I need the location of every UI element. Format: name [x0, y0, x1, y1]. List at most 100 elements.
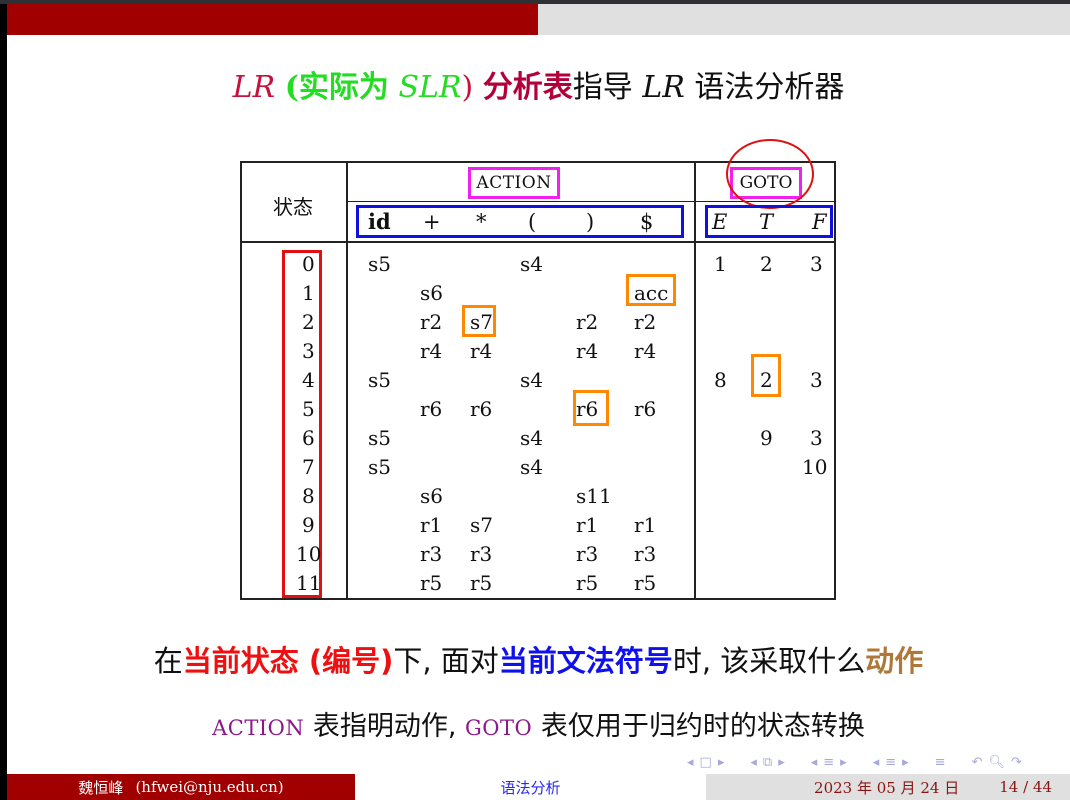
footer-author: 魏恒峰 (hfwei@nju.edu.cn): [7, 774, 355, 800]
state-number: 3: [302, 339, 315, 363]
action-header: ACTION: [468, 167, 560, 199]
state-number: 6: [302, 426, 315, 450]
action-cell: r4: [634, 339, 657, 363]
title-parse-table: 分析表: [482, 70, 573, 105]
terminal-rparen: ): [586, 210, 595, 234]
nonterminal-symbols-box: [705, 205, 833, 238]
state-number: 2: [302, 310, 315, 334]
footer-section[interactable]: 语法分析: [355, 774, 706, 800]
line1-p1: 在: [153, 644, 183, 678]
line1-action: 动作: [865, 644, 924, 678]
nav-back-icon[interactable]: ↶: [971, 754, 983, 770]
highlight-acc: [626, 274, 676, 306]
title-guides: 指导: [572, 70, 633, 105]
state-number: 5: [302, 397, 315, 421]
title-lr: LR: [232, 70, 276, 105]
action-cell: s4: [520, 426, 543, 450]
highlight-goto-t-2: [751, 354, 781, 397]
action-cell: r2: [576, 310, 599, 334]
nav-section-icon[interactable]: ≡: [885, 754, 897, 770]
footer-author-name: 魏恒峰: [78, 778, 124, 797]
action-cell: s4: [520, 455, 543, 479]
goto-cell: 9: [760, 426, 773, 450]
window-top-strip: [0, 0, 1070, 4]
nav-prev-slide-icon[interactable]: ◂: [750, 754, 757, 770]
goto-cell: 2: [760, 368, 773, 392]
nav-next-subsection-icon[interactable]: ▸: [840, 754, 847, 770]
terminal-star: *: [476, 210, 487, 234]
table-right-border: [834, 161, 836, 600]
action-cell: r6: [420, 397, 443, 421]
goto-circle-annotation: [726, 139, 814, 209]
nav-prev-subsection-icon[interactable]: ◂: [810, 754, 818, 770]
table-bottom-border: [240, 598, 836, 600]
title-paren-open: (实际为: [284, 70, 389, 105]
action-cell: r3: [576, 542, 599, 566]
table-sub-header-border: [346, 201, 836, 202]
nav-forward-icon[interactable]: ↷: [1010, 754, 1022, 770]
nav-next-frame-icon[interactable]: ▸: [717, 754, 725, 770]
footer-author-email: (hfwei@nju.edu.cn): [135, 778, 284, 796]
explanation-line-2: ACTION 表指明动作, GOTO 表仅用于归约时的状态转换: [7, 707, 1070, 748]
action-cell: s4: [520, 368, 543, 392]
nonterminal-e: E: [712, 210, 728, 234]
action-cell: s5: [368, 368, 391, 392]
goto-cell: 3: [810, 426, 823, 450]
action-cell: s7: [470, 513, 493, 537]
line1-p3: 下, 面对: [393, 644, 499, 678]
action-cell: r1: [576, 513, 599, 537]
action-cell: s5: [368, 426, 391, 450]
title-lr-2: LR: [642, 70, 685, 105]
action-cell: r6: [634, 397, 657, 421]
goto-cell: 10: [802, 455, 828, 479]
action-cell: r5: [470, 571, 493, 595]
title-paren-close: ): [461, 70, 474, 105]
state-number: 10: [296, 542, 322, 566]
action-cell: r6: [576, 397, 599, 421]
nav-next-slide-icon[interactable]: ▸: [778, 754, 785, 770]
slide: LR (实际为 SLR) 分析表指导 LR 语法分析器 状态 ACTION GO…: [7, 4, 1070, 800]
action-cell: r6: [470, 397, 493, 421]
nav-prev-frame-icon[interactable]: ◂: [687, 754, 694, 770]
nonterminal-f: F: [812, 210, 827, 234]
footer-right: 2023 年 05 月 24 日 14 / 44: [706, 774, 1070, 800]
action-cell: s6: [420, 281, 443, 305]
line2-action: ACTION: [212, 716, 305, 740]
goto-cell: 1: [714, 252, 727, 276]
table-top-border: [240, 161, 836, 163]
state-number: 7: [302, 455, 315, 479]
action-cell: r5: [420, 571, 443, 595]
action-cell: r2: [420, 310, 443, 334]
beamer-nav-bar: ◂ □ ▸ ◂ ⧉ ▸ ◂ ≡ ▸ ◂ ≡ ▸ ≡ ↶ 🔍︎ ↷: [687, 752, 1022, 772]
terminal-plus: +: [423, 210, 441, 234]
state-number: 8: [302, 484, 315, 508]
state-header: 状态: [273, 194, 313, 219]
footer-date: 2023 年 05 月 24 日: [814, 778, 960, 797]
line1-current-state: 当前状态 (编号): [182, 644, 394, 678]
action-cell: s6: [420, 484, 443, 508]
action-cell: r4: [576, 339, 599, 363]
action-cell: s7: [470, 310, 493, 334]
highlight-r6: [573, 390, 609, 426]
nav-search-icon[interactable]: 🔍︎: [988, 754, 1005, 770]
nav-subsection-icon[interactable]: ≡: [823, 754, 835, 770]
nav-prev-section-icon[interactable]: ◂: [872, 754, 880, 770]
line2-p4: 表仅用于归约时的状态转换: [532, 711, 865, 742]
explanation-line-1: 在当前状态 (编号)下, 面对当前文法符号时, 该采取什么动作: [7, 641, 1070, 681]
line2-goto: GOTO: [465, 716, 533, 740]
progress-bar: [7, 4, 1070, 35]
terminal-dollar: $: [640, 210, 654, 234]
nav-next-section-icon[interactable]: ▸: [902, 754, 909, 770]
action-cell: r3: [470, 542, 493, 566]
nav-frame-icon[interactable]: □: [699, 754, 712, 770]
nav-toc-icon[interactable]: ≡: [934, 754, 946, 770]
action-cell: s5: [368, 252, 391, 276]
table-left-border: [240, 161, 242, 600]
action-cell: r1: [634, 513, 657, 537]
nav-slide-icon[interactable]: ⧉: [762, 754, 773, 770]
progress-bar-fill: [7, 4, 538, 35]
nonterminal-t: T: [759, 210, 774, 234]
action-cell: acc: [634, 281, 669, 305]
title-parser: 语法分析器: [694, 70, 845, 105]
